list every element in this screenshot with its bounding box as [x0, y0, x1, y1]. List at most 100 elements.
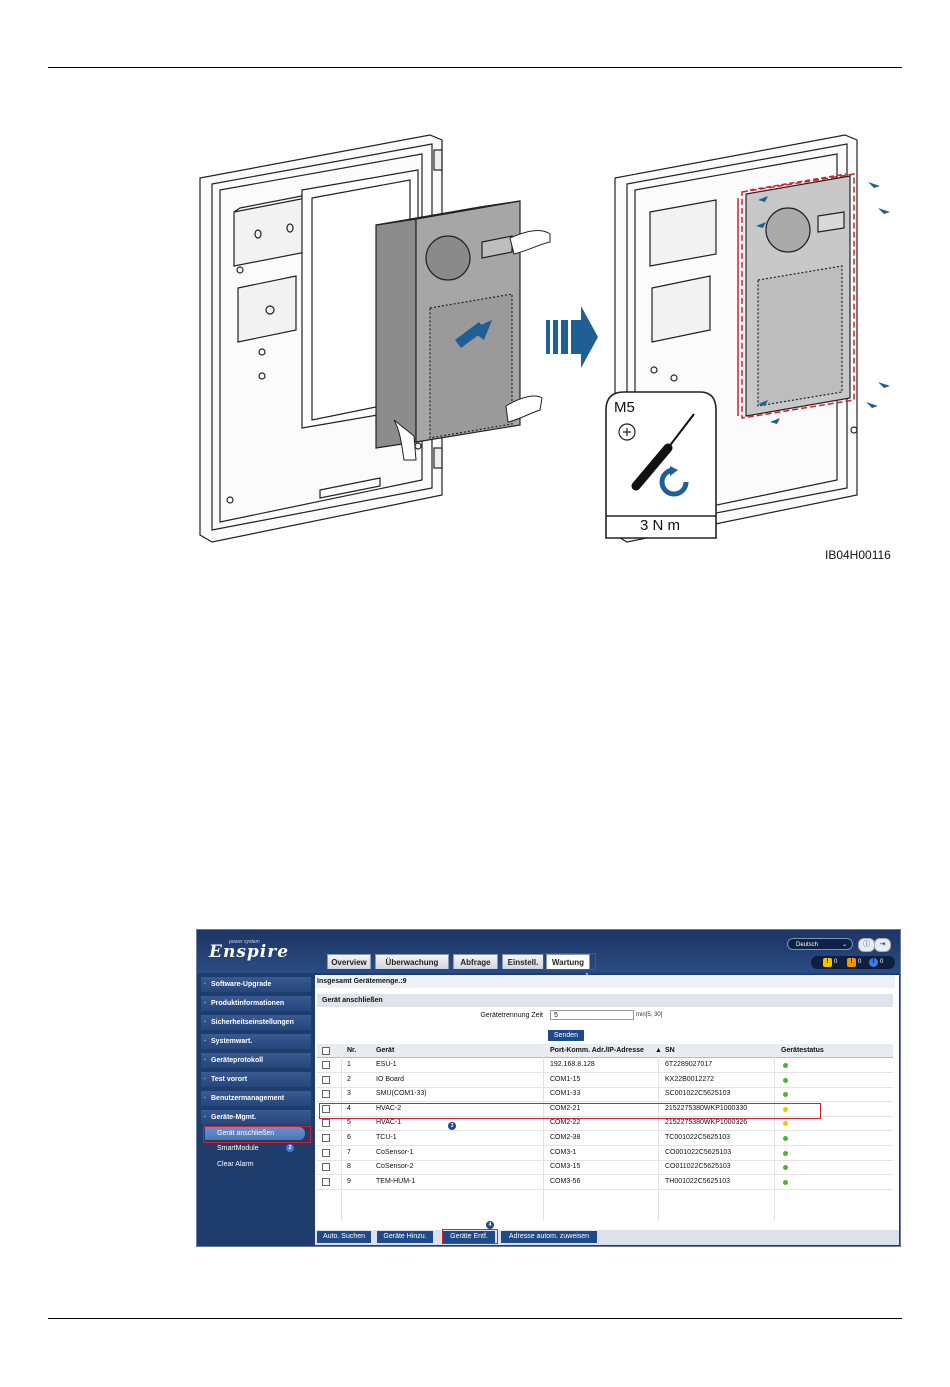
- logo-subtitle: power system: [229, 939, 260, 945]
- cell-sn: CO011022C5625103: [665, 1163, 731, 1171]
- col-address[interactable]: Port-Komm. Adr./IP-Adresse: [550, 1047, 644, 1054]
- major-alarm-icon[interactable]: !: [823, 958, 832, 967]
- send-button[interactable]: Senden: [548, 1030, 584, 1041]
- help-icon[interactable]: ⓘ: [858, 938, 875, 952]
- torque-screw-label: M5: [614, 399, 635, 416]
- row-checkbox[interactable]: [322, 1090, 330, 1099]
- add-devices-button[interactable]: Geräte Hinzu.: [377, 1231, 433, 1243]
- row-checkbox[interactable]: [322, 1163, 330, 1172]
- cell-sn: 6T2289027017: [665, 1061, 713, 1068]
- status-dot-icon: [783, 1077, 788, 1083]
- sidebar-subitem-smartmodule[interactable]: SmartModule: [217, 1145, 259, 1152]
- status-dot-icon: [783, 1121, 788, 1127]
- col-device[interactable]: Gerät: [376, 1047, 395, 1054]
- cell-nr: 7: [347, 1148, 351, 1156]
- auto-search-button[interactable]: Auto. Suchen: [317, 1231, 371, 1243]
- cell-device: ESU-1: [376, 1061, 397, 1068]
- column-divider: [774, 1057, 775, 1221]
- column-divider: [543, 1057, 544, 1221]
- minor-alarm-icon[interactable]: !: [847, 958, 856, 967]
- app-logo: Enspire: [209, 942, 290, 962]
- tab-maintenance[interactable]: Wartung: [546, 954, 590, 969]
- cell-device: CoSensor-2: [376, 1163, 414, 1171]
- status-dot-icon: [783, 1150, 788, 1156]
- highlight-sidebar-connect: [203, 1126, 311, 1143]
- sidebar-item-device-log[interactable]: Geräteprotokoll: [201, 1053, 311, 1068]
- sidebar-subitem-clear-alarm[interactable]: Clear Alarm: [217, 1161, 254, 1168]
- select-all-checkbox[interactable]: [322, 1047, 330, 1055]
- status-dot-icon: [783, 1063, 788, 1068]
- sidebar-item-device-management[interactable]: Geräte-Mgmt.: [201, 1110, 311, 1125]
- tab-monitoring[interactable]: Überwachung: [375, 954, 449, 969]
- row-checkbox[interactable]: [322, 1119, 330, 1128]
- sidebar-item-user-management[interactable]: Benutzermanagement: [201, 1091, 311, 1106]
- cell-nr: 4: [347, 1104, 351, 1112]
- ui-screenshot: power system Enspire Deutsch⌄ ⓘ ⇥ Overvi…: [196, 929, 901, 1247]
- footer-rule: [48, 1318, 902, 1319]
- screw-arrows: [756, 182, 890, 424]
- sidebar-item-security[interactable]: Sicherheitseinstellungen: [201, 1015, 311, 1030]
- row-checkbox[interactable]: [322, 1148, 330, 1157]
- cell-sn: TH001022C5625103: [665, 1177, 730, 1185]
- remove-devices-button[interactable]: Geräte Entf.: [443, 1231, 495, 1243]
- hvac-unit-right: [745, 175, 851, 417]
- timeout-label: Gerätetrennung Zeit: [480, 1012, 543, 1019]
- row-checkbox[interactable]: [322, 1104, 330, 1113]
- timeout-input[interactable]: 5: [550, 1010, 634, 1020]
- sidebar-item-onsite-test[interactable]: Test vorort: [201, 1072, 311, 1087]
- device-total: Insgesamt Gerätemenge.:9: [315, 975, 895, 988]
- row-checkbox[interactable]: [322, 1177, 330, 1186]
- logout-icon[interactable]: ⇥: [874, 938, 891, 952]
- cell-nr: 3: [347, 1090, 351, 1098]
- cell-device: HVAC-2: [376, 1104, 402, 1112]
- column-divider: [658, 1057, 659, 1221]
- highlight-row-hvac-2: [319, 1103, 821, 1119]
- top-bar: power system Enspire Deutsch⌄ ⓘ ⇥ Overvi…: [197, 930, 900, 973]
- col-sn[interactable]: SN: [665, 1047, 675, 1054]
- tab-settings[interactable]: Einstell.: [502, 954, 544, 969]
- hvac-unit-left: [375, 200, 521, 449]
- status-dot-icon: [783, 1165, 788, 1171]
- sidebar-item-system-maintenance[interactable]: Systemwart.: [201, 1034, 311, 1049]
- warning-alarm-count: 0: [880, 959, 884, 965]
- sidebar-item-software-upgrade[interactable]: Software-Upgrade: [201, 977, 311, 992]
- sort-up-icon: ▲: [655, 1047, 662, 1054]
- cell-sn: TC001022C5625103: [665, 1134, 730, 1141]
- table-row[interactable]: 1 ESU-1 192.168.8.128 6T2289027017: [317, 1058, 893, 1073]
- auto-assign-address-button[interactable]: Adresse autom. zuweisen: [501, 1231, 597, 1243]
- tab-overview[interactable]: Overview: [327, 954, 371, 969]
- cell-address: COM2-38: [550, 1134, 581, 1141]
- status-dot-icon: [783, 1106, 788, 1112]
- table-header: Nr. Gerät Port-Komm. Adr./IP-Adresse ▲ S…: [317, 1044, 893, 1058]
- figure-code: IB04H00116: [825, 548, 891, 562]
- step-marker-2: 2: [286, 1144, 294, 1152]
- language-select[interactable]: Deutsch⌄: [787, 938, 853, 950]
- cell-device: TCU-1: [376, 1134, 397, 1141]
- col-status[interactable]: Gerätestatus: [781, 1047, 824, 1054]
- alarm-bar: ! 0 ! 0 ! 0: [811, 956, 895, 969]
- column-divider: [341, 1057, 342, 1221]
- sidebar-subitem-connect-device[interactable]: Gerät anschließen: [205, 1127, 305, 1140]
- cell-address: COM1-15: [550, 1075, 581, 1083]
- warning-alarm-icon[interactable]: !: [869, 958, 878, 967]
- row-checkbox[interactable]: [322, 1075, 330, 1084]
- cell-sn: CO001022C5625103: [665, 1148, 732, 1156]
- row-checkbox[interactable]: [322, 1061, 330, 1069]
- cell-nr: 2: [347, 1075, 351, 1083]
- cell-nr: 8: [347, 1163, 351, 1171]
- row-checkbox[interactable]: [322, 1134, 330, 1142]
- cell-address: 192.168.8.128: [550, 1061, 595, 1068]
- sidebar-item-product-info[interactable]: Produktinformationen: [201, 996, 311, 1011]
- cell-device: CoSensor-1: [376, 1148, 414, 1156]
- cell-nr: 1: [347, 1061, 351, 1068]
- main-panel: Insgesamt Gerätemenge.:9 Gerät anschließ…: [315, 975, 899, 1245]
- tab-query[interactable]: Abfrage: [453, 954, 498, 969]
